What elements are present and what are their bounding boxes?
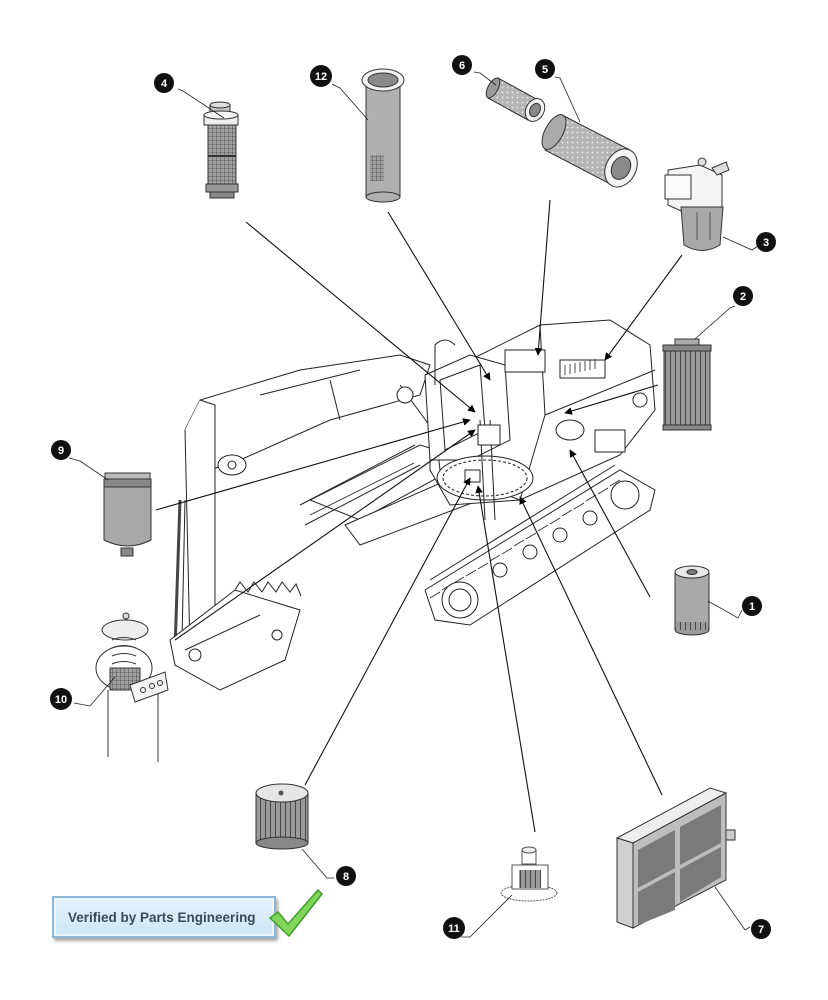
callout-8: 8 <box>336 866 356 886</box>
leader-line-8 <box>304 477 471 786</box>
part-2-pleated-cartridge <box>662 338 712 431</box>
verified-label: Verified by Parts Engineering <box>68 909 256 925</box>
check-mark-icon <box>268 888 324 938</box>
callout-7: 7 <box>751 919 771 939</box>
verified-badge: Verified by Parts Engineering <box>52 896 276 938</box>
leader-line-12 <box>387 211 491 381</box>
leader-line-5 <box>534 199 551 356</box>
svg-text:8: 8 <box>343 871 349 883</box>
svg-text:6: 6 <box>459 60 465 72</box>
part-11-inline-filter <box>500 846 558 902</box>
callout-leaders <box>68 71 759 938</box>
leader-line-11 <box>475 485 536 833</box>
svg-text:2: 2 <box>740 291 746 303</box>
leader-line-7 <box>519 496 663 796</box>
leader-lines <box>155 199 683 833</box>
leader-line-10 <box>174 429 476 641</box>
part-1-spin-on-filter <box>674 565 710 636</box>
leader-line-2 <box>564 384 659 415</box>
part-7-panel-air-filter <box>615 787 736 929</box>
callout-1: 1 <box>742 596 762 616</box>
callout-5: 5 <box>535 59 555 79</box>
callout-4: 4 <box>154 73 174 93</box>
callout-2: 2 <box>733 286 753 306</box>
svg-text:10: 10 <box>55 694 67 706</box>
leader-line-3 <box>604 254 683 361</box>
svg-text:12: 12 <box>315 71 327 83</box>
callout-9: 9 <box>51 440 71 460</box>
part-8-pleated-round-filter <box>255 783 309 850</box>
callout-11: 11 <box>443 917 465 939</box>
leader-line-1 <box>569 449 651 598</box>
svg-text:5: 5 <box>542 64 548 76</box>
leader-line-4 <box>245 221 476 413</box>
callout-10: 10 <box>50 688 72 710</box>
part-6-small-perforated-filter <box>485 77 546 122</box>
leader-line-9 <box>155 418 471 511</box>
part-3-filter-housing <box>664 157 730 251</box>
callout-3: 3 <box>756 232 776 252</box>
svg-text:9: 9 <box>58 445 64 457</box>
excavator-illustration <box>169 319 656 691</box>
part-12-strainer-tube <box>361 68 405 203</box>
svg-text:4: 4 <box>161 78 168 90</box>
part-4-strainer-element <box>203 101 239 199</box>
svg-text:3: 3 <box>763 237 769 249</box>
svg-text:7: 7 <box>758 924 764 936</box>
part-5-large-perforated-filter <box>541 114 638 188</box>
part-9-water-separator <box>103 472 152 557</box>
callout-12: 12 <box>310 65 332 87</box>
part-10-spring-strainer <box>95 612 169 762</box>
svg-text:11: 11 <box>448 923 460 935</box>
svg-text:1: 1 <box>749 601 755 613</box>
callout-6: 6 <box>452 55 472 75</box>
